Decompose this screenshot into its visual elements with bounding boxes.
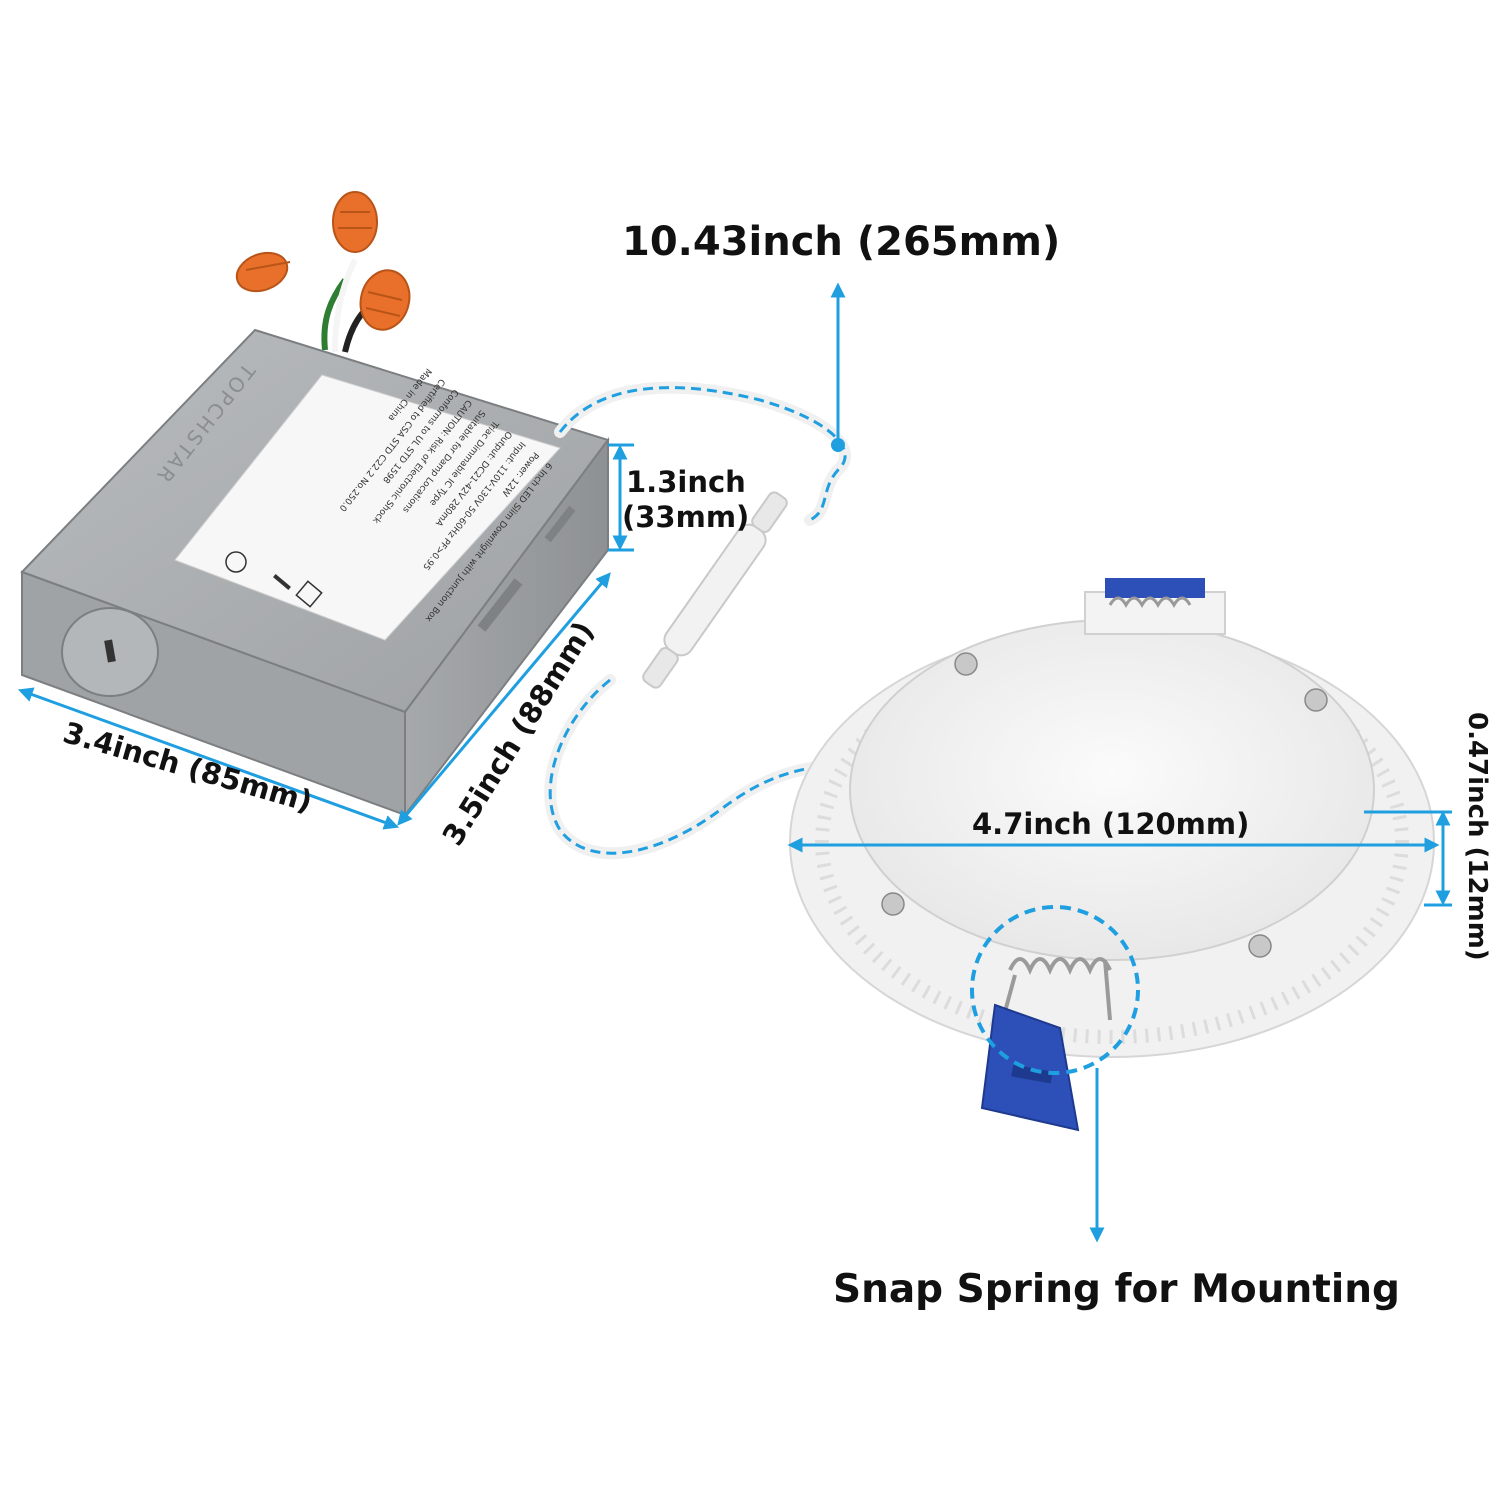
certification-marks-icon	[225, 551, 323, 608]
wire-white	[332, 258, 358, 353]
wire-nut-left	[235, 251, 291, 293]
wire-nut-top	[332, 191, 378, 253]
led-downlight	[789, 578, 1435, 1132]
cable-length-label: 10.43inch (265mm)	[622, 219, 1061, 265]
fixture-thickness-label: 0.47inch (12mm)	[1462, 712, 1492, 961]
cable-connector	[642, 491, 788, 689]
screw-icon-group	[881, 652, 1328, 958]
callout-circle	[970, 905, 1140, 1075]
box-width-arrow	[17, 687, 400, 830]
top-spring-clip	[1084, 578, 1226, 635]
box-height-label-line2: (33mm)	[622, 500, 750, 534]
wire-nut-right	[359, 269, 411, 331]
dimension-lines	[17, 282, 1452, 1243]
wire-green	[321, 278, 348, 351]
snap-spring-clip	[980, 957, 1112, 1132]
fixture-back-disc	[849, 619, 1375, 961]
snap-spring-callout-label: Snap Spring for Mounting	[833, 1267, 1400, 1312]
box-height-label-line1: 1.3inch	[626, 465, 746, 499]
fixture-diameter-label: 4.7inch (120mm)	[972, 807, 1250, 841]
clip-blue-tab	[980, 1003, 1080, 1132]
box-length-arrow	[397, 572, 611, 826]
box-label	[174, 374, 561, 641]
